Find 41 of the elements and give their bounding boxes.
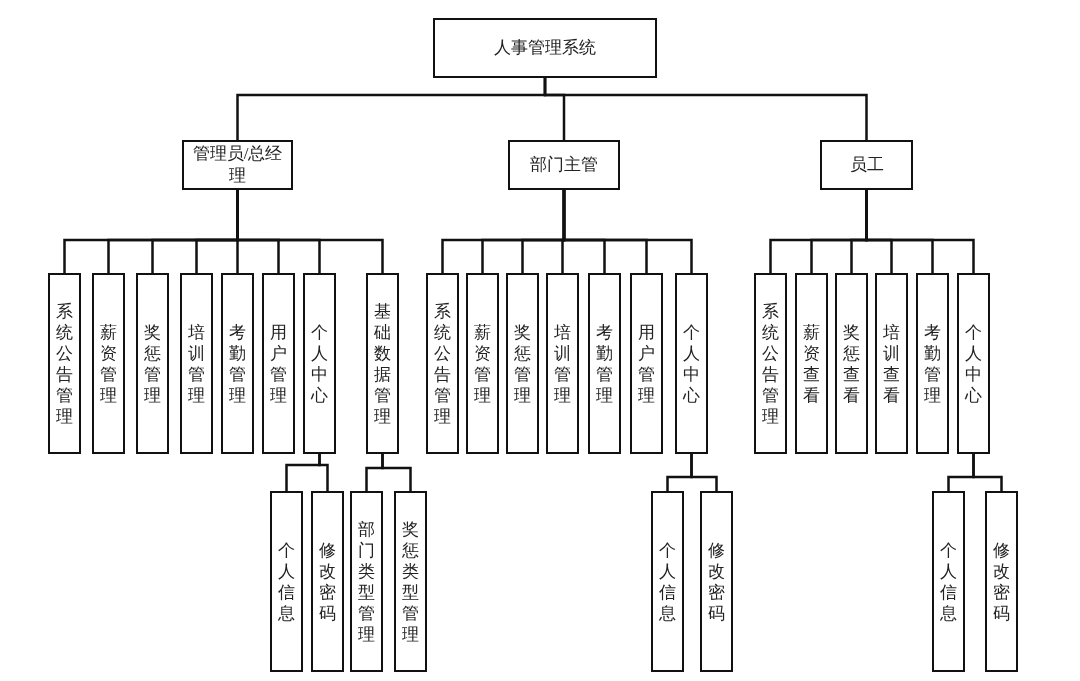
connector-line bbox=[972, 454, 1003, 491]
module-box: 个人信息 bbox=[270, 491, 303, 672]
module-box: 系统公告管理 bbox=[426, 273, 459, 454]
connector-line bbox=[381, 454, 412, 491]
connector-line bbox=[690, 454, 718, 491]
module-box: 个人中心 bbox=[675, 273, 708, 454]
module-box: 薪资查看 bbox=[795, 273, 828, 454]
connector-line bbox=[865, 190, 975, 273]
connector-line bbox=[543, 78, 868, 140]
module-box: 奖惩查看 bbox=[835, 273, 868, 454]
module-box: 个人中心 bbox=[957, 273, 990, 454]
module-box: 用户管理 bbox=[630, 273, 663, 454]
role-box: 管理员/总经理 bbox=[182, 140, 293, 190]
module-box: 考勤管理 bbox=[916, 273, 949, 454]
module-box: 部门类型管理 bbox=[350, 491, 383, 672]
connector-line bbox=[236, 190, 384, 273]
module-box: 考勤管理 bbox=[221, 273, 254, 454]
module-box: 修改密码 bbox=[985, 491, 1018, 672]
module-box: 系统公告管理 bbox=[754, 273, 787, 454]
module-box: 个人信息 bbox=[651, 491, 684, 672]
role-box: 部门主管 bbox=[508, 140, 620, 190]
module-box: 用户管理 bbox=[262, 273, 295, 454]
module-box: 培训查看 bbox=[875, 273, 908, 454]
module-box: 培训管理 bbox=[546, 273, 579, 454]
module-box: 系统公告管理 bbox=[48, 273, 81, 454]
module-box: 薪资管理 bbox=[92, 273, 125, 454]
module-box: 修改密码 bbox=[311, 491, 344, 672]
connector-line bbox=[562, 190, 693, 273]
module-box: 培训管理 bbox=[180, 273, 213, 454]
module-box: 奖惩管理 bbox=[506, 273, 539, 454]
module-box: 基础数据管理 bbox=[366, 273, 399, 454]
role-box: 员工 bbox=[820, 140, 913, 190]
connector-line bbox=[318, 454, 329, 491]
module-box: 个人中心 bbox=[303, 273, 336, 454]
module-box: 个人信息 bbox=[932, 491, 965, 672]
module-box: 奖惩类型管理 bbox=[394, 491, 427, 672]
module-box: 薪资管理 bbox=[466, 273, 499, 454]
module-box: 考勤管理 bbox=[588, 273, 621, 454]
system-box: 人事管理系统 bbox=[433, 18, 657, 78]
module-box: 修改密码 bbox=[700, 491, 733, 672]
module-box: 奖惩管理 bbox=[136, 273, 169, 454]
